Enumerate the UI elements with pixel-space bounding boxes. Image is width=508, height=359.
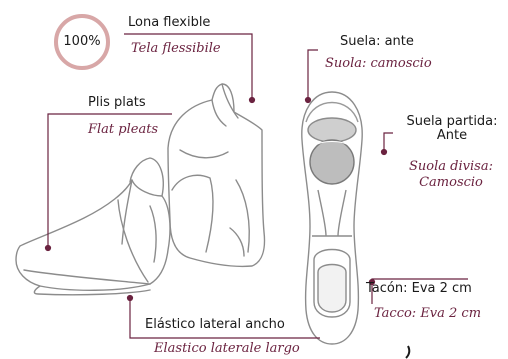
callout-plis-es: Plis plats [88, 95, 146, 110]
shoe-side-view [15, 83, 266, 296]
callout-lona-es: Lona flexible [128, 15, 211, 30]
callout-suela-partida-es-2: Ante [436, 128, 468, 143]
callout-tacon-it: Tacco: Eva 2 cm [374, 306, 482, 321]
leader-lines [44, 33, 468, 339]
shoe-sole-view [301, 91, 363, 345]
stray-mark [405, 345, 411, 359]
callout-lona-it: Tela flessibile [131, 41, 221, 56]
callout-plis-it: Flat pleats [88, 122, 159, 137]
callout-tacon-es: Tacón: Eva 2 cm [366, 281, 472, 296]
callout-suela-it: Suola: camoscio [325, 56, 432, 71]
badge-ring [54, 14, 110, 70]
callout-elastico-it: Elastico laterale largo [154, 341, 300, 356]
callout-suela-partida-es-1: Suela partida: [406, 114, 498, 129]
callout-suela-partida-it-2: Camoscio [419, 175, 483, 190]
percent-badge-text: 100% [63, 34, 101, 49]
callout-elastico-es: Elástico lateral ancho [145, 317, 285, 332]
callout-suela-es: Suela: ante [340, 34, 414, 49]
callout-suela-partida-it-1: Suola divisa: [409, 159, 493, 174]
